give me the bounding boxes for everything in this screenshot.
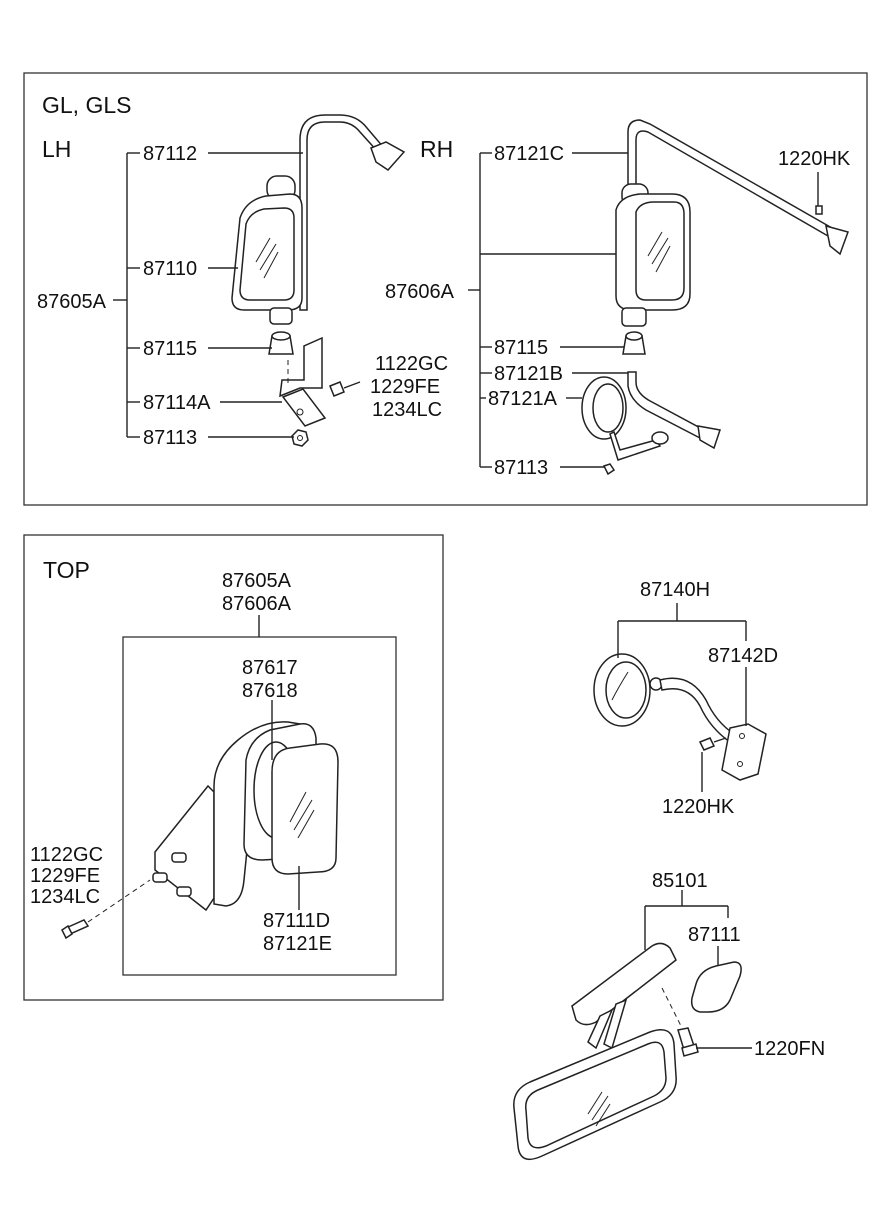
label-inner-1220fn: 1220FN [754,1038,825,1060]
rh-mirror-assembly [581,119,849,476]
inside-mirror-mount [571,942,677,1026]
label-lh-87115: 87115 [143,338,197,360]
label-conv-1220hk: 1220HK [662,796,735,818]
inside-mirror-assembly [513,942,742,1161]
top-panel-frame [23,72,868,506]
label-lh-87114a: 87114A [143,392,211,414]
label-top-87618: 87618 [242,680,298,702]
label-top-1234lc: 1234LC [30,886,100,908]
convex-mirror-stay [659,677,735,744]
rh-nut-87113 [602,463,616,476]
variant-heading: GL, GLS [42,92,131,118]
inside-mirror-glass [525,1041,667,1149]
label-top-1122gc: 1122GC [30,844,103,866]
convex-mirror-bracket [721,723,767,781]
lh-arm-tip [370,141,406,171]
lh-arm-87112 [299,114,386,311]
label-top-87605a: 87605A [222,570,292,592]
label-rh-87121c: 87121C [494,143,564,165]
label-rh-1220hk: 1220HK [778,148,851,170]
convex-mirror-assembly [593,653,767,781]
rh-round-mirror-stay [609,430,662,461]
rh-arm-87121b-mount [697,425,721,450]
rh-screw-1220hk [815,205,823,215]
label-rh-87606a: 87606A [385,281,455,303]
rh-arm-87121b [627,371,705,440]
convex-screw-1220hk [698,737,716,751]
lh-mirror-assembly [231,114,406,447]
label-conv-87140h: 87140H [640,579,710,601]
label-lh-1234lc: 1234LC [372,399,442,421]
label-rh-87115: 87115 [494,337,548,359]
inside-mirror-cover-87111 [690,961,742,1013]
label-inner-85101: 85101 [652,870,708,892]
label-conv-87142d: 87142D [708,645,778,667]
lh-bracket-87114a [279,336,323,398]
label-lh-87110: 87110 [143,258,197,280]
rh-mirror-base [621,307,647,327]
top-view-heading: TOP [43,557,90,583]
label-lh-87112: 87112 [143,143,197,165]
label-rh-87113: 87113 [494,457,548,479]
lh-mirror-base [269,307,293,325]
top-view-mirror [61,721,339,940]
lh-heading: LH [42,136,71,162]
lh-mirror-glass [239,207,295,301]
top-view-mirror-glass [271,743,339,875]
lh-leaders [113,152,303,438]
label-lh-87605a: 87605A [37,291,107,313]
label-top-87606a: 87606A [222,593,292,615]
rh-arm-mount [825,224,849,256]
label-rh-87121b: 87121B [494,363,563,385]
label-lh-1229fe: 1229FE [370,376,440,398]
top-view-frame [23,534,444,1001]
lh-bolt [329,381,345,397]
label-inner-87111: 87111 [688,924,741,946]
lh-nut-87113 [291,429,309,447]
label-top-87111d: 87111D [263,910,330,932]
label-rh-87121a: 87121A [488,388,558,410]
label-lh-87113: 87113 [143,427,197,449]
rh-heading: RH [420,136,453,162]
rh-leaders [468,152,819,468]
label-top-87617: 87617 [242,657,298,679]
inside-mirror-stem [587,1008,614,1050]
label-top-87121e: 87121E [263,933,332,955]
label-top-1229fe: 1229FE [30,865,100,887]
label-lh-1122gc: 1122GC [375,353,448,375]
